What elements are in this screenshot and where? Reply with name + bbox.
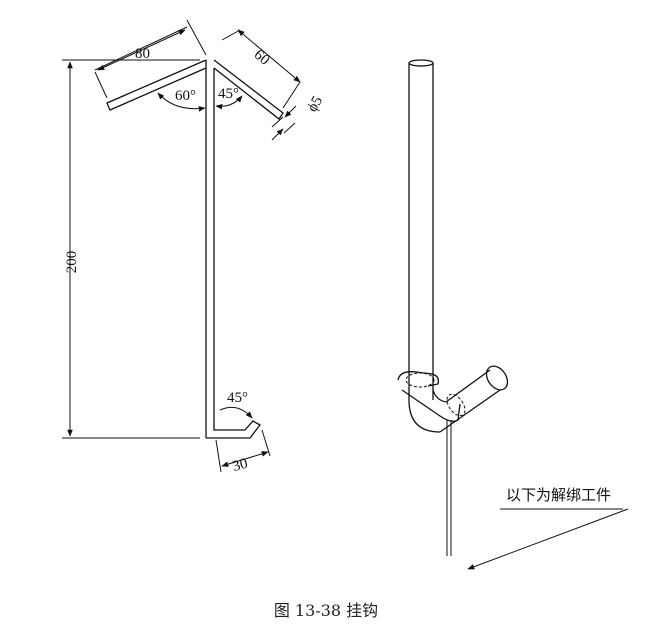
dim-200-label: 200 [64, 251, 80, 274]
bottom-angle-label: 45° [227, 390, 248, 406]
annotation-label: 以下为解绑工件 [506, 486, 611, 504]
angle-45-label: 45° [218, 86, 239, 102]
pointer-annotation: 以下为解绑工件 [467, 486, 629, 570]
dimension-200: 200 [62, 59, 200, 439]
dim-30-label: 30 [231, 456, 250, 475]
dimension-80: 80 [94, 19, 207, 99]
tube-view [397, 59, 509, 556]
angle-60-label: 60° [175, 88, 196, 104]
dimension-phi5: ϕ5 [271, 94, 327, 141]
figure-caption: 图 13-38 挂钩 [274, 601, 378, 620]
dim-phi5-label: ϕ5 [305, 94, 327, 115]
dim-60-label: 60 [251, 47, 273, 69]
bottom-angle: 45° [219, 390, 253, 419]
hook-outline [106, 59, 284, 439]
dim-80-label: 80 [135, 46, 150, 62]
dimension-30: 30 [215, 429, 271, 475]
angle-marks-top: 60° 45° [157, 86, 243, 112]
